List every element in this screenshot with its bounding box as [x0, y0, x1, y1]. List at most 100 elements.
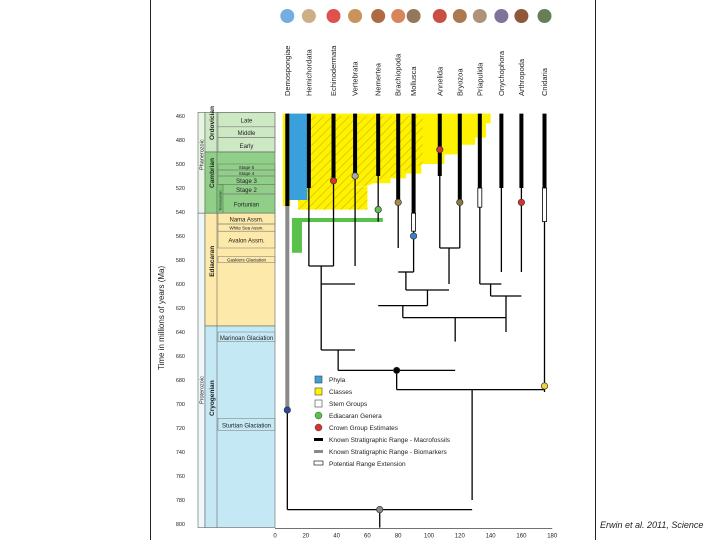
root-node — [376, 506, 384, 514]
stage-label: Gaskiers Glaciation — [227, 257, 267, 262]
taxon-label: Hemichordata — [304, 48, 313, 96]
ediacaran-genera-bar — [291, 218, 383, 222]
taxon-label: Arthropoda — [517, 58, 526, 96]
y-tick-label: 600 — [176, 282, 185, 288]
legend-swatch — [314, 387, 323, 396]
x-tick-label: 120 — [455, 534, 466, 540]
lamp-shell-icon-shape — [391, 9, 406, 23]
legend-label: Ediacaran Genera — [329, 413, 382, 420]
period-label: Cryogenian — [209, 380, 216, 416]
x-tick-label: 100 — [424, 534, 435, 540]
stage-label: Middle — [238, 131, 256, 137]
legend-swatch — [314, 399, 323, 408]
trilobite-icon-shape — [514, 9, 529, 23]
legend-swatch — [313, 460, 324, 466]
eon-proterozoic-band — [197, 212, 206, 528]
stage-label: Late — [241, 119, 253, 125]
sponge-icon — [280, 9, 295, 23]
stage-label: Early — [240, 144, 254, 150]
x-tick-label: 20 — [302, 534, 309, 540]
fish-icon — [348, 9, 363, 23]
classes-node — [540, 382, 549, 390]
lamp-shell-icon — [391, 9, 406, 23]
stage-label: Marinoan Glaciation — [220, 336, 273, 342]
y-tick-label: 760 — [176, 474, 185, 480]
phyla-node — [283, 406, 291, 414]
y-tick-label: 560 — [176, 234, 185, 240]
y-tick-label: 620 — [176, 306, 185, 312]
crown-group-node — [436, 146, 444, 154]
stage-label: Fortunian — [234, 203, 259, 209]
sponge-icon-shape — [280, 9, 295, 23]
taxon-label: Annelida — [435, 66, 444, 96]
moss-animal-icon-shape — [452, 9, 467, 23]
stem-node — [394, 198, 402, 206]
stage-box — [217, 230, 276, 249]
legend-swatch — [314, 375, 323, 384]
potential-range-extension — [411, 212, 417, 232]
legend-label: Classes — [329, 389, 353, 396]
stage-box — [217, 331, 276, 342]
legend-label: Stem Groups — [329, 401, 368, 408]
y-tick-label: 740 — [176, 450, 185, 456]
stem-node — [456, 198, 464, 206]
potential-range-extension — [542, 187, 547, 222]
y-tick-label: 480 — [176, 138, 185, 144]
stem-node — [351, 172, 359, 180]
x-tick-label: 60 — [364, 534, 371, 540]
sea-anemone-icon — [537, 9, 552, 23]
eon-label-phanerozoic: Phanerozoic — [200, 139, 206, 170]
segmented-worm-icon — [432, 9, 447, 23]
taxon-label: Vertebrata — [351, 61, 360, 96]
phyla-node — [410, 232, 418, 240]
taxon-label: Demospongiae — [283, 46, 292, 96]
legend-swatch — [314, 450, 323, 453]
y-tick-label: 700 — [176, 402, 185, 408]
taxon-label: Brachiopoda — [394, 53, 403, 96]
period-label: Ediacaran — [209, 246, 216, 277]
stage-box — [217, 256, 276, 263]
x-tick-label: 80 — [395, 534, 402, 540]
taxon-label: Mollusca — [409, 66, 418, 96]
y-tick-label: 780 — [176, 498, 185, 504]
phyla-block — [285, 113, 308, 200]
classes-hatch-lower — [298, 186, 368, 210]
taxon-label: Bryozoa — [455, 68, 464, 96]
y-tick-label: 460 — [176, 114, 185, 120]
taxon-label: Cnidaria — [540, 67, 549, 96]
terreneuvian-label: Terreneuvian — [219, 191, 223, 211]
stage-label: Stage 4 — [239, 171, 255, 176]
stage-label: Stage 5 — [239, 165, 255, 170]
y-tick-label: 640 — [176, 330, 185, 336]
stage-label: White Sea Assm. — [229, 226, 263, 231]
ediacaran-node — [374, 206, 382, 214]
y-tick-label: 520 — [176, 186, 185, 192]
y-tick-label: 800 — [176, 522, 185, 528]
x-tick-label: 0 — [273, 534, 277, 540]
y-tick-label: 580 — [176, 258, 185, 264]
y-tick-label: 500 — [176, 162, 185, 168]
x-tick-label: 160 — [516, 534, 527, 540]
legend-swatch — [314, 423, 323, 432]
ediacaran-genera-column — [291, 218, 302, 253]
y-tick-label: 540 — [176, 210, 185, 216]
y-tick-label: 660 — [176, 354, 185, 360]
velvet-worm-icon — [494, 9, 509, 23]
sea-anemone-icon-shape — [537, 9, 552, 23]
period-band-ediacaran — [204, 212, 276, 327]
stage-label: Stage 2 — [236, 188, 257, 194]
penis-worm-icon-shape — [472, 9, 487, 23]
classes-hatch-upper — [308, 116, 423, 191]
potential-range-extension — [477, 187, 483, 208]
stage-box — [217, 137, 276, 153]
x-tick-label: 40 — [333, 534, 340, 540]
taxon-label: Priapulida — [475, 62, 484, 96]
stage-label: Stage 3 — [236, 179, 257, 185]
image-credit: Erwin et al. 2011, Science — [600, 520, 704, 530]
crown-group-node — [517, 198, 525, 206]
taxon-label: Echinodermata — [329, 45, 338, 96]
period-band-cryogenian — [204, 325, 276, 528]
velvet-worm-icon-shape — [494, 9, 509, 23]
